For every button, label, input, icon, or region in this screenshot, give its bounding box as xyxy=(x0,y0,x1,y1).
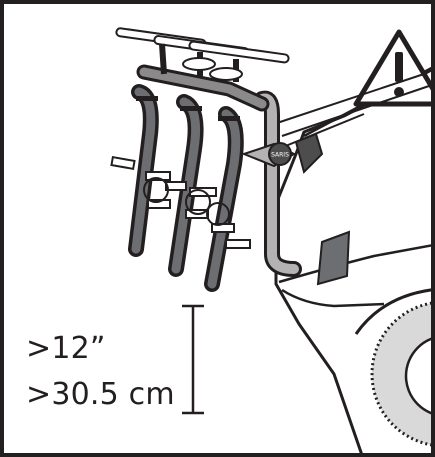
vehicle-wheel xyxy=(354,288,431,447)
rack-badge: SARIS xyxy=(271,152,289,159)
vehicle-bumper xyxy=(281,288,385,308)
hubcap xyxy=(404,337,431,415)
bike-wheel-2 xyxy=(168,94,204,277)
wheel-arch xyxy=(354,288,431,335)
rack-clamps xyxy=(136,96,240,121)
clearance-centimeters-label: >30.5 cm xyxy=(26,377,175,412)
warning-triangle-icon xyxy=(353,29,431,107)
bike-saddles xyxy=(182,57,243,81)
rack-hub: SARIS xyxy=(241,132,324,174)
clearance-dimension xyxy=(182,304,204,415)
bike-handlebars xyxy=(115,27,290,82)
rack-illustration: SARIS xyxy=(110,27,431,453)
bike-wheel-1 xyxy=(128,84,159,257)
clearance-inches-label: >12” xyxy=(26,331,106,366)
bikes xyxy=(110,27,290,292)
bike-chainrings xyxy=(143,177,230,226)
bike-rack: SARIS xyxy=(136,64,324,277)
tire xyxy=(370,301,431,447)
vehicle-taillight xyxy=(316,230,351,286)
bike-wheel-3 xyxy=(204,106,244,292)
